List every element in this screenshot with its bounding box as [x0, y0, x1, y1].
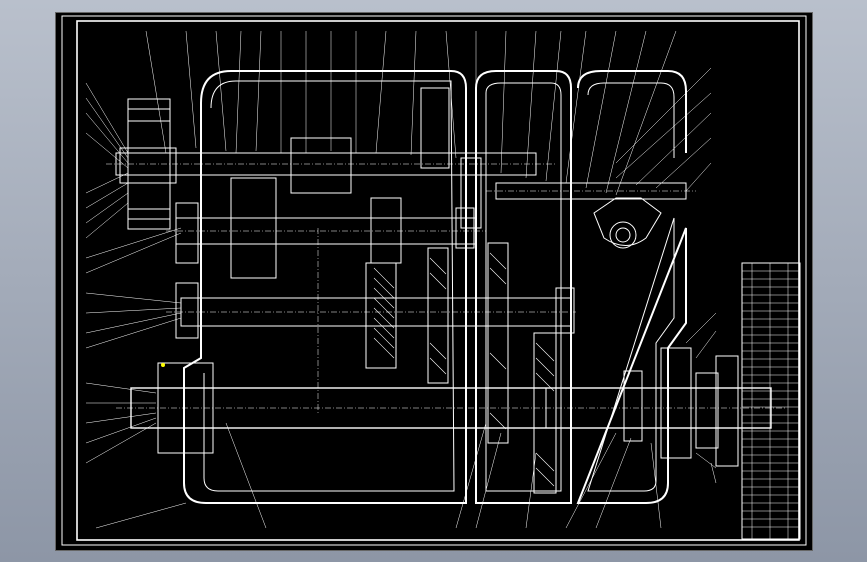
bearing-shaft3-left [175, 282, 199, 339]
gear-shaft2-b [370, 197, 402, 264]
gear-output-large [533, 332, 557, 494]
gearbox-assembly-drawing [61, 15, 807, 546]
leader-lines [85, 30, 717, 529]
gear-shaft2-a [230, 177, 277, 279]
output-coupling-hub [695, 372, 719, 449]
drawing-sheet [55, 12, 813, 551]
inner-border [76, 20, 800, 541]
pulley-hub [119, 147, 177, 184]
housing-inner-middle [485, 82, 562, 492]
highlight-marker [161, 363, 165, 367]
shift-cam [593, 197, 662, 246]
gear-shaft3-a [365, 262, 397, 369]
housing-outline-right [576, 70, 687, 504]
shift-cam-pin [615, 227, 631, 243]
centerlines [106, 163, 786, 413]
title-block-grid [742, 263, 800, 539]
gear-input-top [420, 87, 450, 169]
clutch-body [290, 137, 352, 194]
bearing-shaft3-right [555, 287, 575, 334]
title-block [741, 262, 801, 540]
bearing-shaft2-left [175, 202, 199, 264]
housing-outline-left [183, 70, 467, 504]
sliding-gear [460, 157, 482, 229]
output-coupling-flange [715, 355, 739, 467]
gear-shaft3-b [427, 247, 449, 384]
bearing-output-right [623, 370, 643, 442]
pulley-grooves [128, 108, 170, 220]
section-hatching [373, 252, 555, 487]
housing-inner-left [203, 80, 455, 492]
bearing-cap-right [660, 347, 692, 459]
gear-shaft3-c [487, 242, 509, 444]
shift-cam-bore [609, 221, 637, 249]
outer-border [61, 15, 807, 546]
housing-outline-middle [475, 70, 572, 504]
housing-inner-right [587, 82, 675, 492]
